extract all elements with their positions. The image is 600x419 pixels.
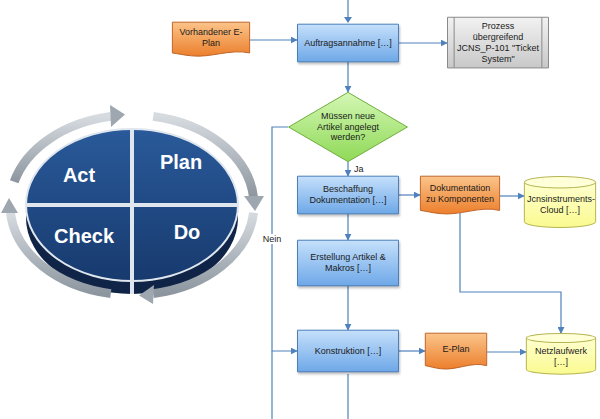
document-shape: Dokumentation zu Komponenten: [420, 176, 500, 216]
text-block: Plan: [160, 151, 202, 173]
connector: [487, 351, 526, 352]
text-block: E-Plan: [442, 344, 469, 355]
connector: [347, 286, 348, 330]
process-box: Beschaffung Dokumentation […]: [297, 176, 399, 214]
pdca-segment: Check: [46, 222, 122, 250]
text-block: Dokumentation zu Komponenten: [424, 183, 496, 205]
node-text: Plan: [160, 151, 202, 173]
text-area: Do: [160, 218, 214, 246]
text-area: E-Plan: [425, 333, 487, 371]
connector: [347, 62, 348, 92]
node-text: Do: [174, 221, 201, 243]
connector: [399, 42, 447, 43]
node-text: Prozess übergreifend JCNS_P-101 "Ticket …: [456, 21, 540, 64]
process-box: Erstellung Artikel & Makros […]: [297, 240, 399, 286]
text-area: Auftragsannahme […]: [297, 24, 399, 62]
text-area: Konstruktion […]: [297, 330, 399, 372]
text-area: Dokumentation zu Komponenten: [420, 176, 500, 216]
text-block: Do: [174, 221, 201, 243]
node-text: Konstruktion […]: [315, 346, 382, 357]
node-text: Dokumentation zu Komponenten: [424, 183, 496, 205]
edge-label: Ja: [352, 164, 366, 175]
node-text: Jcnsinstruments-Cloud […]: [527, 194, 593, 216]
pdca-segment: Do: [160, 218, 214, 246]
text-block: Act: [63, 164, 95, 186]
predefined-process: Prozess übergreifend JCNS_P-101 "Ticket …: [447, 17, 549, 68]
node-text: Beschaffung Dokumentation […]: [301, 184, 395, 206]
text-block: Auftragsannahme […]: [304, 38, 392, 49]
node-text: Act: [63, 164, 95, 186]
connector: [399, 194, 420, 195]
text-area: Prozess übergreifend JCNS_P-101 "Ticket …: [447, 17, 549, 68]
database-cylinder: Netzlaufwerk […]: [526, 333, 596, 375]
text-block: Müssen neue Artikel angelegt werden?: [310, 111, 386, 143]
text-block: Prozess übergreifend JCNS_P-101 "Ticket …: [456, 21, 540, 64]
text-block: Netzlaufwerk […]: [529, 346, 593, 368]
text-block: Beschaffung Dokumentation […]: [301, 184, 395, 206]
process-box: Auftragsannahme […]: [297, 24, 399, 62]
text-area: Erstellung Artikel & Makros […]: [297, 240, 399, 286]
node-text: Müssen neue Artikel angelegt werden?: [310, 111, 386, 143]
document-shape: Vorhandener E-Plan: [172, 22, 250, 58]
node-text: Netzlaufwerk […]: [529, 346, 593, 368]
decision-diamond: Müssen neue Artikel angelegt werden?: [288, 92, 408, 162]
text-area: Plan: [150, 148, 212, 176]
connector: [347, 162, 348, 176]
text-area: Müssen neue Artikel angelegt werden?: [288, 92, 408, 162]
text-area: Netzlaufwerk […]: [526, 333, 596, 375]
text-block: Vorhandener E-Plan: [176, 27, 246, 49]
connector: [347, 214, 348, 240]
node-text: E-Plan: [442, 344, 469, 355]
text-area: Vorhandener E-Plan: [172, 22, 250, 58]
text-area: Act: [48, 161, 110, 189]
node-text: Auftragsannahme […]: [304, 38, 392, 49]
pdca-segment: Plan: [150, 148, 212, 176]
connector: [460, 213, 561, 333]
text-block: Konstruktion […]: [315, 346, 382, 357]
pdca-cycle: [1, 105, 264, 304]
node-text: Vorhandener E-Plan: [176, 27, 246, 49]
text-block: Check: [54, 225, 114, 247]
database-cylinder: Jcnsinstruments-Cloud […]: [524, 176, 596, 228]
node-text: Erstellung Artikel & Makros […]: [301, 252, 395, 274]
connector: [500, 195, 524, 196]
connector: [250, 39, 297, 40]
text-area: Check: [46, 222, 122, 250]
pdca-segment: Act: [48, 161, 110, 189]
edge-label: Nein: [261, 234, 284, 245]
text-block: Jcnsinstruments-Cloud […]: [527, 194, 593, 216]
node-text: Check: [54, 225, 114, 247]
text-area: Beschaffung Dokumentation […]: [297, 176, 399, 214]
text-area: Jcnsinstruments-Cloud […]: [524, 176, 596, 228]
process-box: Konstruktion […]: [297, 330, 399, 372]
document-shape: E-Plan: [425, 333, 487, 371]
connector: [399, 350, 425, 351]
text-block: Erstellung Artikel & Makros […]: [301, 252, 395, 274]
